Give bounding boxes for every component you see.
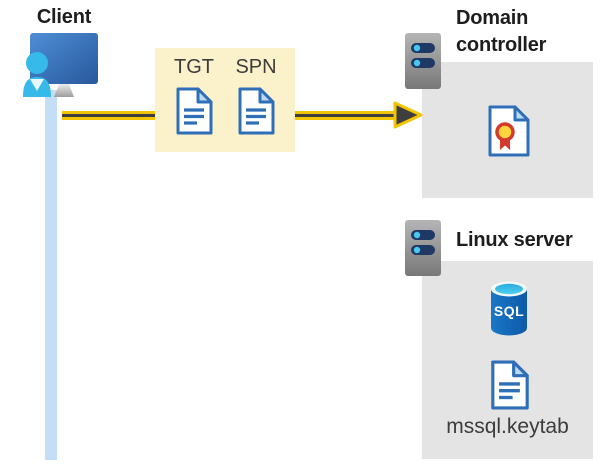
request-arrow-head — [393, 101, 423, 129]
keytab-label: mssql.keytab — [446, 415, 569, 438]
certificate-icon — [488, 105, 530, 157]
ticket-box: TGT SPN — [155, 48, 295, 152]
domain-controller-server-icon — [405, 33, 441, 89]
domain-controller-title: Domain controller — [456, 7, 547, 56]
person-head-shape — [26, 52, 48, 74]
person-collar-shape — [30, 79, 44, 91]
client-label: Client — [36, 6, 92, 28]
monitor-shape — [30, 33, 98, 84]
spn-document-icon — [238, 87, 274, 135]
keytab-document-icon — [491, 360, 529, 410]
monitor-stand-shape — [54, 84, 74, 97]
seal-circle-shape — [495, 122, 515, 142]
tgt-document-icon — [176, 87, 212, 135]
tgt-label: TGT — [174, 56, 214, 78]
linux-server-title: Linux server — [456, 229, 573, 251]
spn-ticket: SPN — [235, 54, 277, 152]
spn-label: SPN — [235, 56, 277, 78]
tgt-ticket: TGT — [173, 54, 215, 152]
client-workstation-icon — [23, 33, 98, 97]
sql-database-icon: SQL — [491, 281, 527, 336]
client-timeline-line — [45, 90, 57, 460]
linux-server-icon — [405, 220, 441, 276]
sql-badge-text: SQL — [494, 303, 524, 319]
